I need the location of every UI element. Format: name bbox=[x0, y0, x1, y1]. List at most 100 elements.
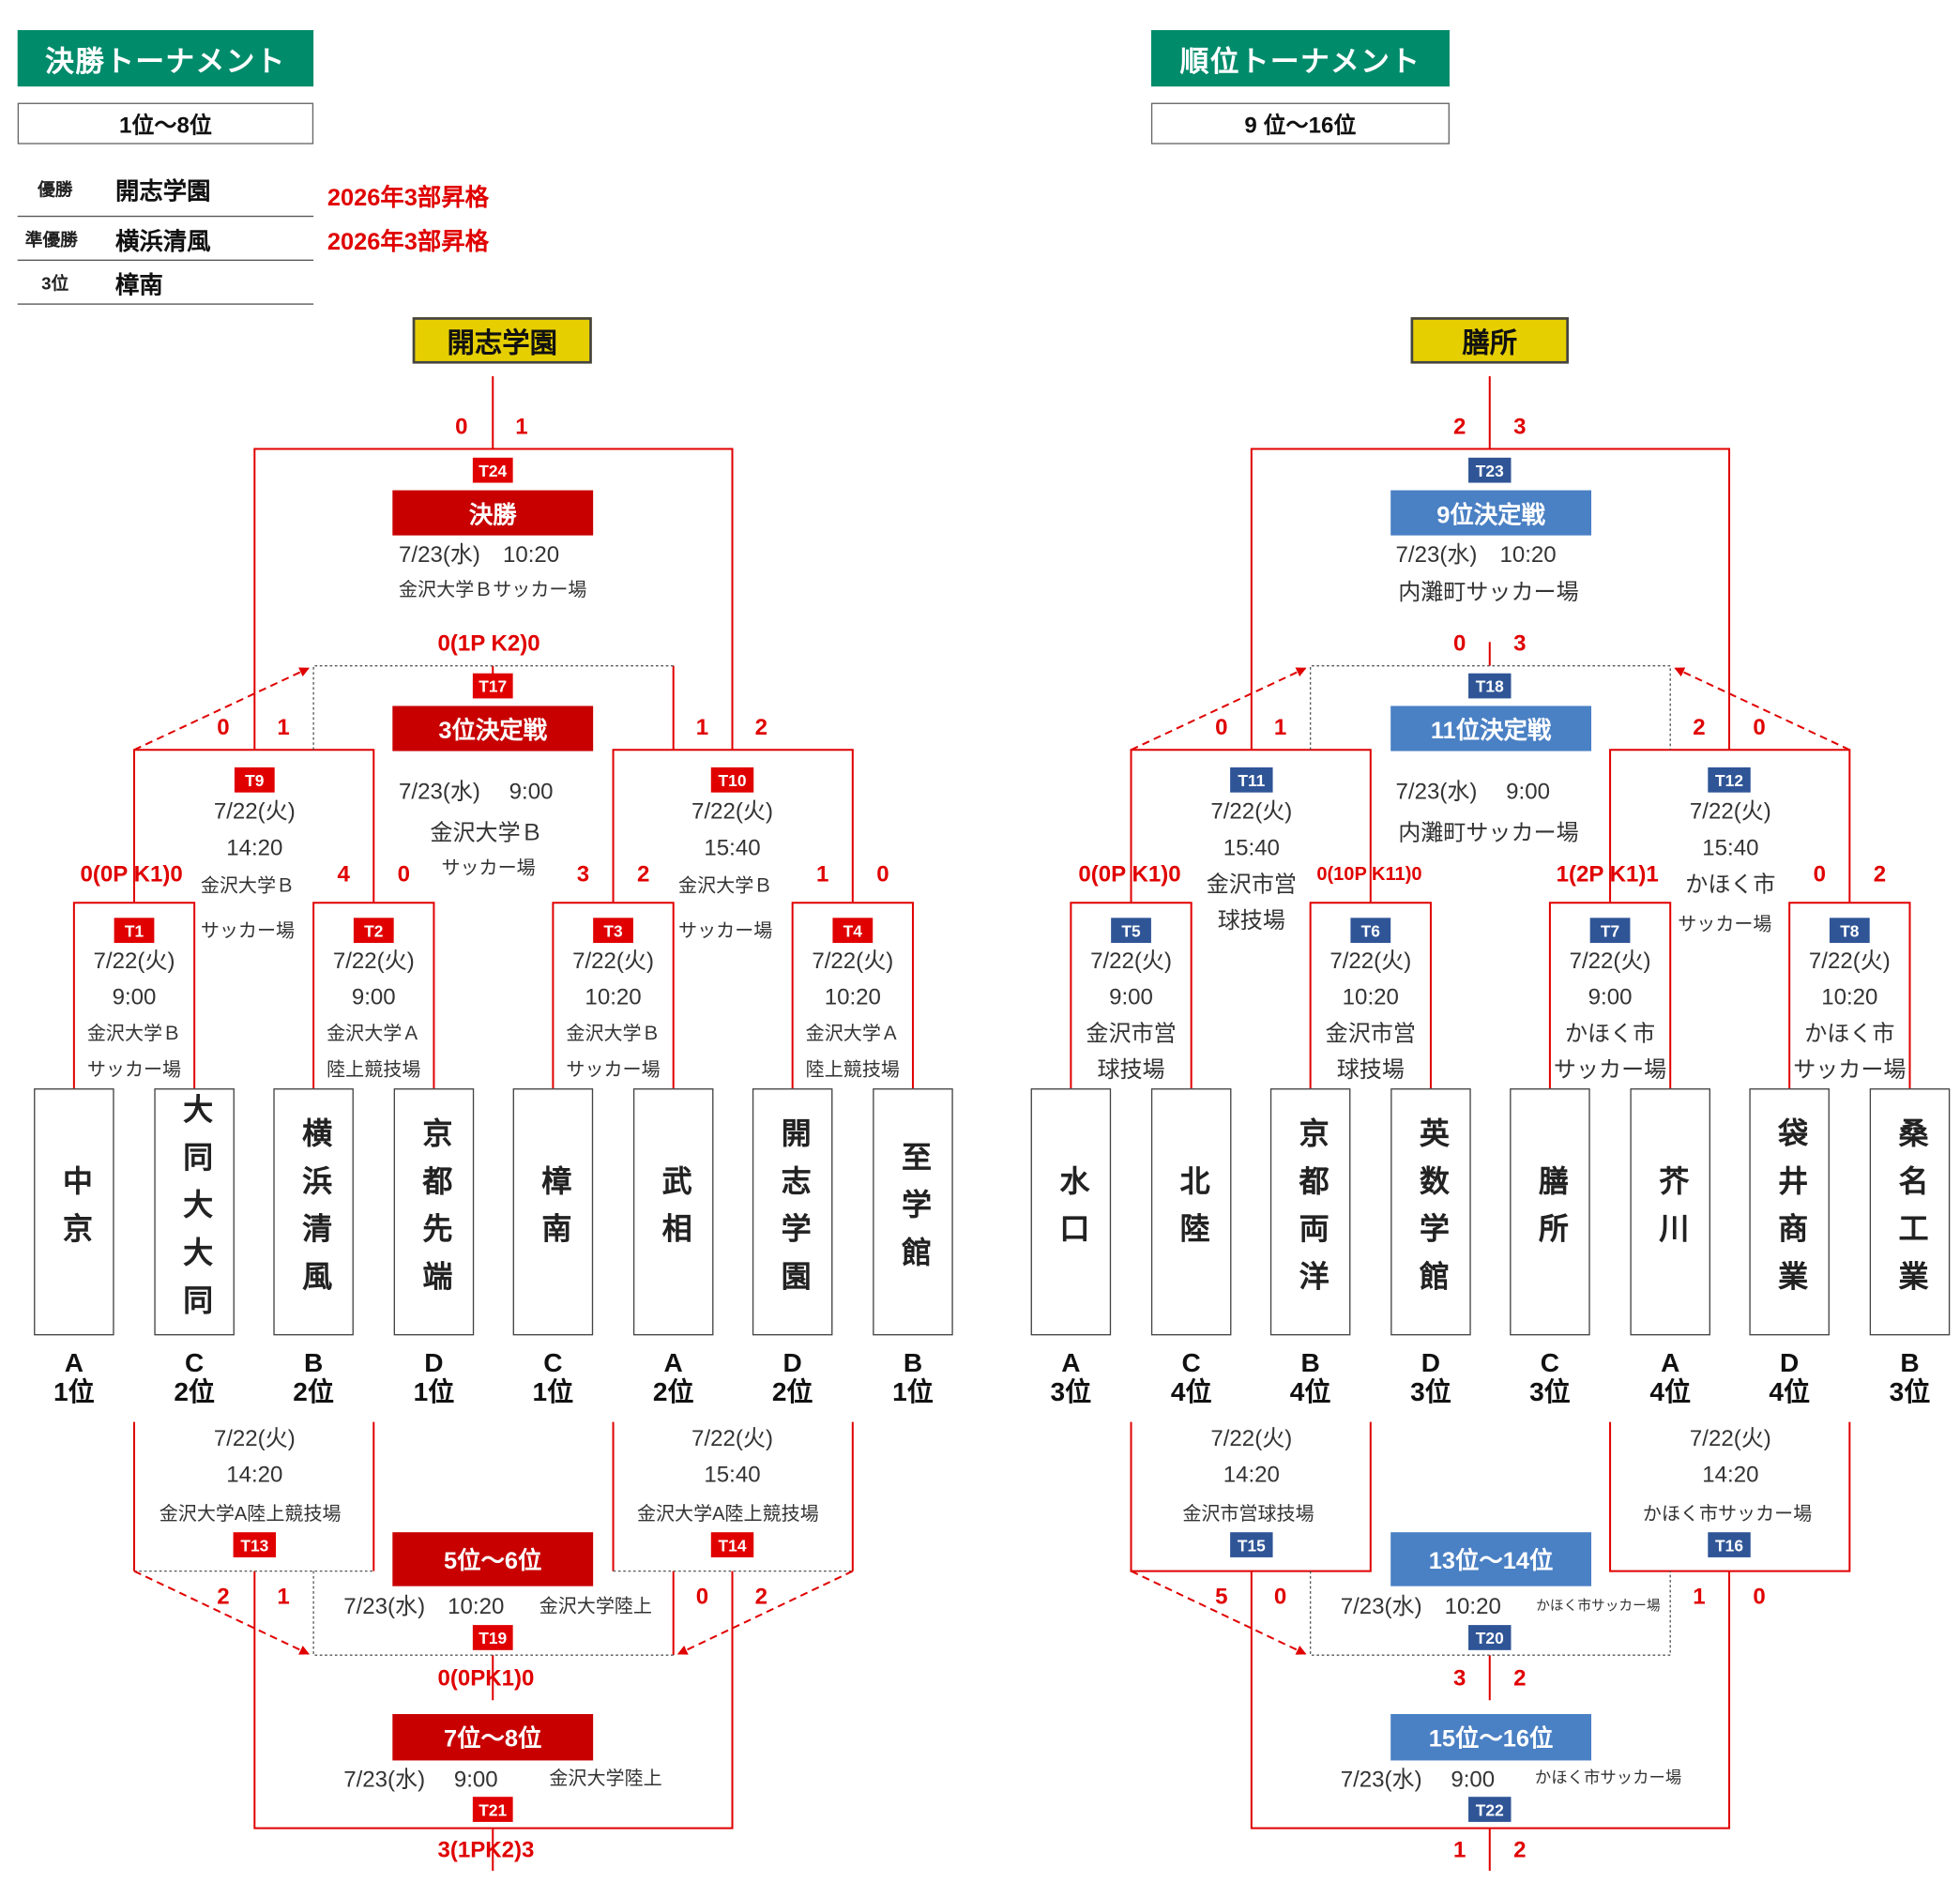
match-tag-t24[interactable]: T24 bbox=[472, 457, 513, 483]
match-tag-t2[interactable]: T2 bbox=[353, 918, 394, 944]
match-tag-t14[interactable]: T14 bbox=[710, 1532, 754, 1557]
team-box: 北陸 bbox=[1150, 1088, 1232, 1336]
team-name: 横浜清風 bbox=[296, 1116, 331, 1308]
match-tag-t21[interactable]: T21 bbox=[472, 1797, 513, 1822]
ranking-winner-box: 膳所 bbox=[1410, 317, 1569, 364]
t11-info: 7/22(火) 15:40 金沢市営 球技場 bbox=[1206, 798, 1297, 933]
t9-score-left: 0 bbox=[217, 714, 230, 740]
t5-info: 7/22(火) 9:00 金沢市営 球技場 bbox=[1086, 948, 1177, 1083]
t23-score-left: 2 bbox=[1453, 414, 1466, 439]
rank-3-label: 3位 bbox=[41, 273, 69, 294]
match-tag-t5[interactable]: T5 bbox=[1111, 918, 1151, 944]
rank-2-label: 準優勝 bbox=[24, 229, 78, 250]
match-tag-t23[interactable]: T23 bbox=[1468, 457, 1512, 483]
t16-score-right: 0 bbox=[1753, 1583, 1766, 1609]
team-name: 開志学園 bbox=[775, 1116, 810, 1308]
team-seed: D 1位 bbox=[413, 1349, 455, 1407]
match-tag-t16[interactable]: T16 bbox=[1708, 1532, 1751, 1557]
t12-info: 7/22(火) 15:40 かほく市 bbox=[1685, 798, 1776, 897]
t2-datetime: 7/22(火) 9:00 bbox=[332, 948, 415, 1009]
team-name: 京都先端 bbox=[417, 1116, 451, 1308]
t9-score-right: 1 bbox=[277, 714, 290, 740]
match-tag-t10[interactable]: T10 bbox=[710, 766, 754, 793]
t20-score-left: 3 bbox=[1453, 1664, 1466, 1691]
fifth-sixth-band: 5位～6位 bbox=[392, 1532, 594, 1586]
team-name: 至学館 bbox=[895, 1140, 931, 1283]
third-place-band: 3位決定戦 bbox=[392, 706, 594, 751]
team-seed: A 2位 bbox=[652, 1349, 694, 1407]
match-tag-t15[interactable]: T15 bbox=[1230, 1532, 1273, 1557]
t19-datetime: 7/23(水) 10:20 bbox=[343, 1593, 505, 1619]
team-box: 横浜清風 bbox=[273, 1088, 354, 1336]
t7-info: 7/22(火) 9:00 かほく市 サッカー場 bbox=[1553, 948, 1667, 1083]
team-box: 袋井商業 bbox=[1749, 1088, 1830, 1336]
t10-venue-2: サッカー場 bbox=[678, 919, 773, 942]
t8-info: 7/22(火) 10:20 かほく市 サッカー場 bbox=[1793, 948, 1907, 1083]
eleventh-place-band: 11位決定戦 bbox=[1390, 706, 1592, 751]
t1-venue: 金沢大学Ｂ サッカー場 bbox=[86, 1023, 182, 1082]
t21-score: 3(1PK2)3 bbox=[437, 1836, 535, 1862]
t17-venue: 金沢大学Ｂ bbox=[430, 820, 543, 845]
t9-venue-2: サッカー場 bbox=[200, 919, 296, 942]
t16-venue: かほく市サッカー場 bbox=[1642, 1503, 1813, 1525]
match-tag-t19[interactable]: T19 bbox=[472, 1625, 513, 1650]
t14-datetime: 7/22(火) 15:40 bbox=[691, 1425, 773, 1488]
team-name: 大同大大同 bbox=[177, 1092, 212, 1331]
match-tag-t7[interactable]: T7 bbox=[1589, 918, 1631, 944]
match-tag-t9[interactable]: T9 bbox=[234, 766, 275, 793]
match-tag-t20[interactable]: T20 bbox=[1468, 1625, 1512, 1650]
match-tag-t8[interactable]: T8 bbox=[1829, 918, 1870, 944]
t18-score-left: 0 bbox=[1453, 630, 1466, 656]
match-tag-t13[interactable]: T13 bbox=[233, 1532, 277, 1557]
team-box: 武相 bbox=[632, 1088, 714, 1336]
match-tag-t18[interactable]: T18 bbox=[1468, 673, 1512, 699]
t18-datetime: 7/23(水) 9:00 bbox=[1395, 778, 1550, 804]
t8-score-left: 0 bbox=[1813, 861, 1826, 887]
t11-score-right: 1 bbox=[1273, 714, 1287, 740]
team-box: 膳所 bbox=[1510, 1088, 1590, 1336]
t19-venue: 金沢大学陸上 bbox=[539, 1596, 653, 1618]
match-tag-t4[interactable]: T4 bbox=[832, 918, 874, 944]
t15-venue: 金沢市営球技場 bbox=[1182, 1503, 1314, 1525]
match-tag-t6[interactable]: T6 bbox=[1350, 918, 1391, 944]
team-name: 袋井商業 bbox=[1772, 1116, 1807, 1308]
t4-score-left: 1 bbox=[816, 861, 829, 887]
t17-score: 0(1P K2)0 bbox=[437, 630, 540, 656]
rank-2-team: 横浜清風 bbox=[114, 229, 211, 256]
t1-datetime: 7/22(火) 9:00 bbox=[93, 948, 175, 1009]
match-tag-t17[interactable]: T17 bbox=[472, 673, 513, 699]
team-name: 芥川 bbox=[1653, 1163, 1688, 1260]
t2-venue: 金沢大学Ａ 陸上競技場 bbox=[327, 1023, 421, 1082]
team-box: 樟南 bbox=[512, 1088, 594, 1336]
t6-info: 7/22(火) 10:20 金沢市営 球技場 bbox=[1325, 948, 1416, 1083]
team-box: 水口 bbox=[1030, 1088, 1112, 1336]
final-tournament-range: 1位～8位 bbox=[17, 102, 314, 144]
t20-datetime: 7/23(水) 10:20 bbox=[1340, 1593, 1501, 1619]
match-tag-t12[interactable]: T12 bbox=[1708, 766, 1751, 793]
t3-score-right: 2 bbox=[636, 861, 650, 887]
team-seed: B 2位 bbox=[293, 1349, 334, 1407]
t8-score-right: 2 bbox=[1873, 861, 1887, 887]
t3-score-left: 3 bbox=[576, 861, 590, 887]
team-seed: B 4位 bbox=[1289, 1349, 1331, 1407]
t18-venue: 内灘町サッカー場 bbox=[1398, 820, 1579, 845]
t22-score-left: 1 bbox=[1453, 1836, 1466, 1862]
match-tag-t1[interactable]: T1 bbox=[114, 918, 155, 944]
t10-score-left: 1 bbox=[695, 714, 709, 740]
team-seed: D 4位 bbox=[1769, 1349, 1811, 1407]
team-box: 京都先端 bbox=[393, 1088, 475, 1336]
t23-datetime: 7/23(水) 10:20 bbox=[1395, 541, 1557, 568]
match-tag-t22[interactable]: T22 bbox=[1468, 1797, 1512, 1822]
match-tag-t11[interactable]: T11 bbox=[1230, 766, 1273, 793]
final-tournament-header: 決勝トーナメント bbox=[17, 30, 314, 87]
t4-score-right: 0 bbox=[876, 861, 889, 887]
divider bbox=[17, 303, 314, 305]
match-tag-t3[interactable]: T3 bbox=[593, 918, 633, 944]
t16-score-left: 1 bbox=[1693, 1583, 1706, 1609]
team-box: 至学館 bbox=[873, 1088, 953, 1336]
t20-score-right: 2 bbox=[1513, 1664, 1527, 1691]
team-seed: A 1位 bbox=[53, 1349, 95, 1407]
ninth-place-band: 9位決定戦 bbox=[1390, 490, 1592, 536]
t17-venue-2: サッカー場 bbox=[441, 858, 536, 879]
t19-score: 0(0PK1)0 bbox=[437, 1664, 535, 1691]
